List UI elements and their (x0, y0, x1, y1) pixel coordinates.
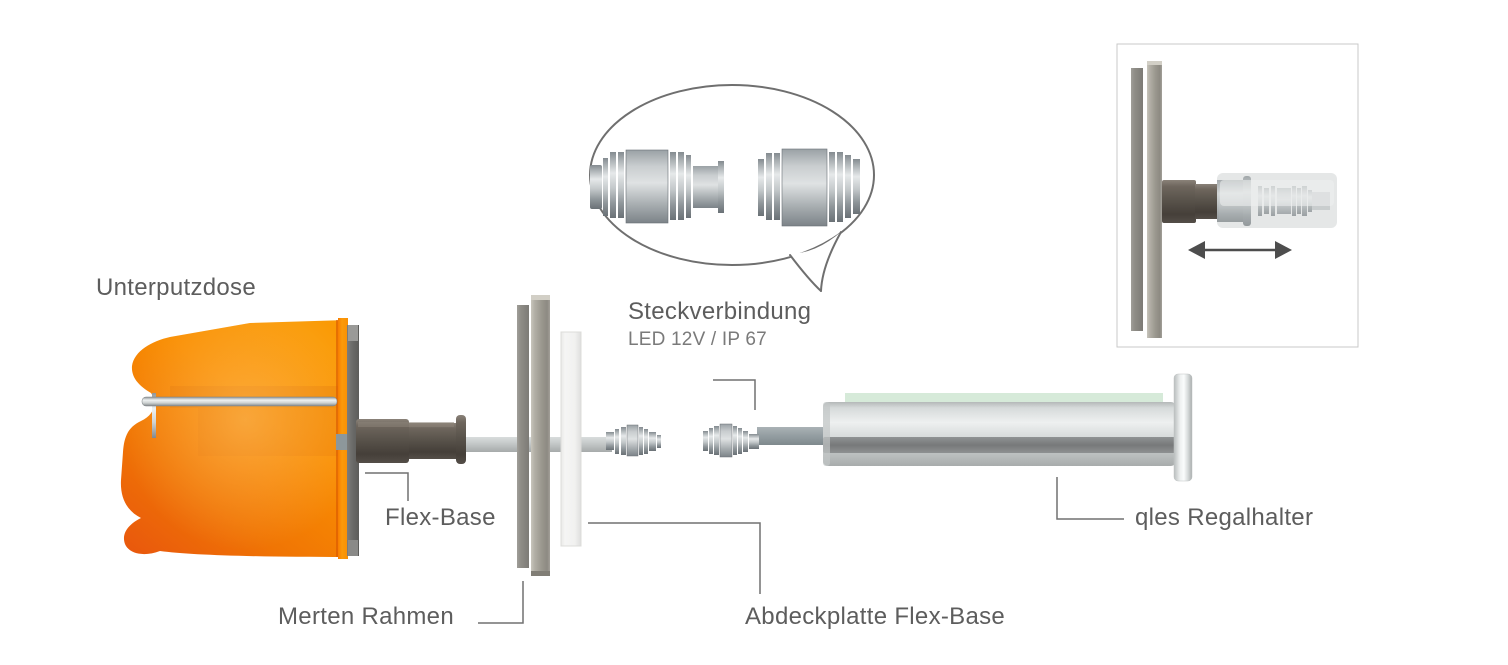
leader-lines (365, 379, 1124, 624)
flex-base-connector (356, 415, 466, 464)
callout-bubble-tail-right (820, 231, 842, 292)
plug-rib (686, 155, 691, 218)
flex-base-flange (456, 415, 466, 464)
label-qles-regalhalter: qles Regalhalter (1135, 504, 1314, 531)
plug-barrel (626, 424, 639, 457)
callout-bubble-tail-left (789, 254, 822, 292)
plug-rib (758, 159, 764, 216)
plug-rib (603, 158, 608, 216)
flex-base-plate-bar (347, 325, 359, 556)
flex-base-barrel-small (408, 423, 458, 459)
plug-barrel (781, 148, 828, 227)
plug-rib (639, 427, 643, 455)
label-abdeckplatte-flex-base: Abdeckplatte Flex-Base (745, 603, 1006, 630)
flex-base-plate-top-cap (348, 325, 358, 341)
plug-rib (678, 152, 684, 220)
plug-rib (766, 153, 772, 220)
flex-base-barrel-highlight (358, 422, 454, 427)
merten-frame-top-bevel (531, 295, 550, 300)
label-merten-rahmen: Merten Rahmen (278, 603, 454, 630)
plug-rib (703, 431, 708, 451)
plug-rib (743, 431, 748, 452)
leader-qles-regalhalter (1056, 477, 1124, 520)
plug-rib (644, 429, 648, 454)
callout-plug-female (758, 148, 860, 227)
plug-rib (709, 428, 713, 454)
leader-abdeckplatte (588, 522, 761, 594)
merten-frame-bottom-bevel (531, 571, 550, 576)
arrow-head-left (1188, 241, 1205, 259)
regalhalter-tube-left-shade (823, 402, 830, 466)
plug-rib (606, 432, 614, 450)
plug-tip-flange (718, 161, 724, 213)
plug-tip (693, 166, 718, 208)
plug-rib (837, 152, 843, 222)
flex-base-plate-bottom-cap (348, 540, 358, 556)
callout-bubble (589, 84, 875, 292)
plug-barrel (625, 149, 669, 224)
callout-bubble-tail-fill (788, 231, 842, 292)
plug-rib (845, 155, 851, 218)
label-unterputzdose: Unterputzdose (96, 274, 256, 301)
mounting-pin (152, 393, 156, 438)
cable-stub (336, 434, 350, 450)
plug-rib (714, 426, 719, 455)
shelf-glass-edge (845, 393, 1163, 404)
inset-translucent-tube-highlight (1220, 180, 1334, 206)
plug-cable-end (590, 165, 602, 209)
qles-regalhalter (823, 373, 1193, 482)
leader-flex-base (365, 472, 409, 501)
plug-rib (738, 428, 742, 454)
inset-frame-inner (1131, 68, 1143, 331)
flex-base-barrel-large (356, 419, 409, 463)
plug-connector-male (606, 424, 661, 457)
arrow-head-right (1275, 241, 1292, 259)
plug-tail-sleeve (749, 434, 759, 449)
plug-rib (670, 152, 676, 220)
inset-flex-base-barrel-large (1162, 180, 1196, 223)
plug-rib (733, 426, 737, 455)
plug-tip (649, 432, 656, 451)
cable-segment-right (757, 427, 827, 445)
regalhalter-tube-dark-band (823, 437, 1176, 453)
slide-double-arrow-icon (1188, 241, 1292, 259)
plug-barrel (719, 423, 733, 458)
plug-rib (610, 152, 616, 218)
merten-frame-inner (517, 305, 529, 568)
label-flex-base: Flex-Base (385, 504, 496, 531)
plug-rib (615, 429, 619, 454)
leader-merten-rahmen (478, 581, 524, 624)
plug-rib (853, 159, 860, 214)
flex-base-plate (347, 325, 359, 556)
leader-steckverbindung (713, 379, 756, 410)
callout-plug-male (590, 149, 724, 224)
regalhalter-tube-body (823, 402, 1176, 466)
plug-tip-end (657, 435, 661, 448)
label-led-spec: LED 12V / IP 67 (628, 329, 767, 350)
assembled-view-inset (1116, 43, 1359, 348)
mounting-rod (141, 396, 338, 407)
merten-frame-outer (531, 295, 550, 576)
inset-flex-base-barrel-small (1195, 184, 1219, 219)
inset-frame-outer (1147, 61, 1162, 338)
regalhalter-end-plate (1173, 373, 1193, 482)
plug-rib (621, 427, 626, 455)
plug-rib (829, 152, 835, 222)
inset-frame-top-bevel (1147, 61, 1162, 65)
plug-connector-female (703, 423, 759, 458)
unterputzdose-highlight (120, 320, 347, 557)
merten-rahmen-frames (517, 295, 550, 576)
unterputzdose-box (120, 318, 348, 559)
plug-rib (774, 153, 780, 220)
label-steckverbindung: Steckverbindung (628, 298, 812, 325)
abdeckplatte-cover (560, 331, 582, 547)
plug-rib (618, 152, 624, 218)
